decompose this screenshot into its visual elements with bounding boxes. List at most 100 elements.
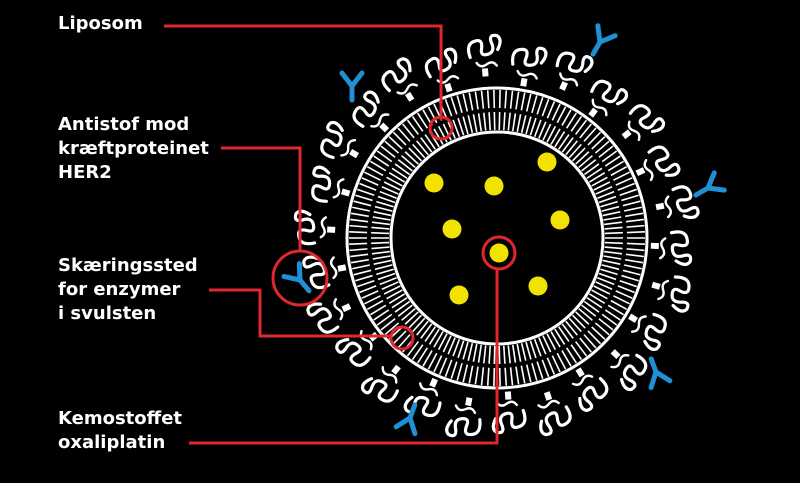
callout-line-cleavage-site — [209, 288, 392, 338]
lipid-tail-inner — [391, 167, 408, 179]
lipid-bilayer — [345, 86, 649, 390]
lipid-tail-outer — [402, 123, 415, 139]
lipid-tail-outer — [380, 318, 396, 331]
lipid-tail-outer — [504, 90, 508, 109]
lipid-tail-outer — [361, 290, 379, 299]
lipid-tail-inner — [379, 277, 397, 286]
lipid-tail-inner — [420, 137, 433, 153]
lipid-tail-inner — [550, 331, 561, 348]
lipid-tail-inner — [583, 163, 600, 176]
lipid-tail-inner — [488, 112, 492, 131]
lipid-tail-inner — [593, 285, 611, 295]
lipid-tail-inner — [401, 155, 416, 169]
lipid-tail-outer — [515, 91, 520, 110]
lipid-tail-inner — [546, 125, 557, 143]
lipid-tail-outer — [433, 355, 443, 373]
lipid-tail-inner — [565, 140, 578, 156]
lipid-tail-outer — [369, 160, 387, 172]
lipid-tail-outer — [570, 344, 583, 360]
lipid-tail-outer — [474, 366, 479, 385]
lipid-tail-inner — [447, 337, 456, 355]
label-drug: Kemostoffet oxaliplatin — [58, 407, 182, 455]
lipid-tail-outer — [531, 95, 538, 114]
lipid-tail-inner — [525, 116, 532, 135]
lipid-tail-inner — [408, 147, 423, 162]
lipid-tail-outer — [361, 177, 379, 186]
lipid-tail-inner — [379, 190, 397, 199]
lipid-tail-outer — [504, 367, 508, 386]
lipid-tail-outer — [546, 357, 556, 375]
lipid-tail-inner — [376, 268, 394, 276]
lipid-tail-inner — [561, 137, 574, 153]
callout-ring-drug — [481, 235, 517, 271]
lipid-tail-inner — [373, 259, 392, 265]
lipid-tail-inner — [578, 155, 593, 169]
lipid-tail-outer — [450, 361, 458, 380]
lipid-tail-outer — [350, 253, 369, 258]
polymer-coil-icon — [403, 377, 442, 418]
lipid-tail-inner — [371, 221, 390, 226]
lipid-tail-inner — [538, 337, 547, 355]
polymer-coil-icon — [655, 185, 700, 220]
lipid-tail-inner — [488, 345, 492, 364]
lipid-tail-inner — [602, 259, 621, 265]
callout-ring-liposom — [428, 115, 454, 141]
lipid-tail-outer — [352, 206, 371, 212]
drug-molecule-dot — [484, 176, 504, 196]
lipid-tail-inner — [394, 163, 411, 176]
lipid-tail-outer — [619, 279, 638, 288]
lipid-tail-inner — [397, 304, 413, 317]
label-cleavage-line-1: Skæringssted — [58, 255, 198, 276]
lipid-tail-outer — [610, 299, 628, 311]
lipid-tail-outer — [591, 326, 606, 340]
lipid-tail-inner — [424, 134, 437, 150]
lipid-tail-outer — [349, 248, 368, 252]
y-shaped-antibody-icon — [393, 402, 418, 437]
lipid-tail-outer — [587, 131, 602, 146]
lipid-tail-outer — [373, 155, 390, 167]
lipid-tail-inner — [371, 250, 390, 255]
lipid-tail-inner — [502, 112, 506, 131]
lipid-tail-outer — [350, 212, 369, 218]
lipid-tail-outer — [366, 299, 384, 311]
label-cleavage-line-2: for enzymer — [58, 279, 181, 300]
lipid-tail-outer — [480, 367, 485, 386]
lipid-tail-inner — [372, 216, 391, 221]
lipid-tail-outer — [353, 269, 372, 276]
lipid-tail-outer — [417, 112, 429, 129]
lipid-tail-inner — [511, 113, 517, 132]
polymer-coil-icon — [510, 46, 548, 87]
lipid-tail-inner — [571, 147, 586, 162]
lipid-tail-outer — [621, 194, 639, 202]
lipid-tail-inner — [404, 311, 419, 325]
lipid-tail-outer — [626, 231, 645, 234]
lipid-tail-inner — [457, 340, 465, 359]
lipid-tail-inner — [483, 112, 487, 131]
lipid-tail-inner — [583, 300, 600, 313]
lipid-tail-outer — [350, 258, 369, 264]
polymer-coil-icon — [381, 57, 418, 102]
lipid-tail-outer — [565, 112, 577, 129]
drug-molecule-dot — [550, 210, 570, 230]
lipid-tail-outer — [625, 253, 644, 258]
lipid-tail-outer — [541, 359, 550, 377]
lipid-tail-inner — [467, 342, 474, 361]
lipid-tail-inner — [462, 116, 469, 135]
lipid-tail-outer — [613, 295, 630, 305]
label-antibody-line-1: Antistof mod — [58, 114, 190, 135]
lipid-tail-outer — [406, 119, 420, 135]
lipid-tail-inner — [601, 205, 620, 212]
lipid-tail-inner — [457, 117, 465, 136]
antibody-group — [281, 23, 727, 437]
callout-lines — [164, 24, 517, 445]
lipid-tail-outer — [574, 341, 588, 357]
lipid-tail-inner — [565, 320, 578, 336]
lipid-tail-inner — [601, 264, 620, 271]
lipid-tail-outer — [355, 274, 373, 282]
lipid-tail-inner — [554, 131, 566, 148]
lipid-tail-inner — [604, 250, 623, 255]
polymer-coil-icon — [650, 230, 693, 267]
lipid-tail-outer — [546, 101, 556, 119]
lipid-tail-inner — [477, 344, 483, 363]
drug-molecule-dot — [528, 276, 548, 296]
